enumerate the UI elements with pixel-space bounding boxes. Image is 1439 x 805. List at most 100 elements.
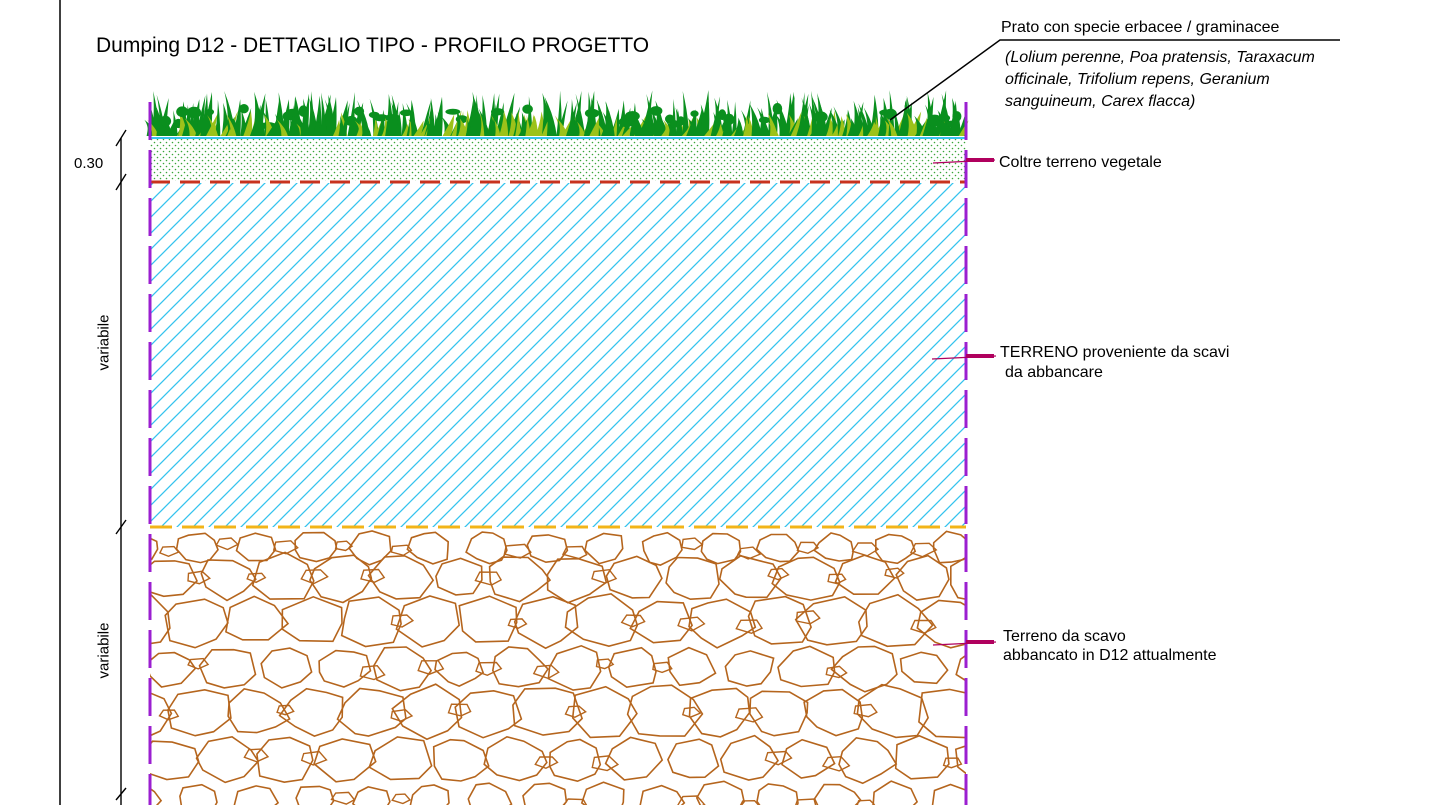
grass-blade [300,98,310,136]
stone [918,688,966,739]
stone [629,600,694,644]
grass-blade [682,91,690,136]
stone-layer [150,530,1020,805]
stone [235,532,277,562]
stone [483,735,548,782]
stone [281,595,343,643]
grass-blade [478,107,490,136]
stone [604,736,664,781]
grass-blade [611,117,618,136]
grass-blade [731,101,737,136]
label-scavo-1: Terreno da scavo [1003,628,1126,645]
stone [491,646,549,688]
stone [747,595,812,645]
stone [830,645,898,693]
grass-blade [858,103,870,136]
stone [409,784,450,805]
stone [522,782,568,805]
fill-soil-layer [150,183,966,527]
label-terreno-2: da abbancare [1005,364,1103,381]
stone [605,555,663,599]
dimension-bottom: variabile [95,622,113,679]
grass-blade [226,113,237,136]
small-stone [534,756,559,770]
leaf-clump [239,104,249,114]
stone [813,532,855,562]
dimension-line [115,129,127,805]
small-stone [851,542,880,557]
small-stone [652,661,673,674]
small-stone [391,793,412,805]
stone [756,783,799,805]
grass-blade [803,101,811,136]
grass-blade [320,92,327,136]
grass-blade [610,108,620,136]
small-stone [973,544,991,554]
grass-layer [144,90,969,136]
leaf-clump [952,111,962,122]
small-stone [796,541,820,555]
label-terreno-1: TERRENO proveniente da scavi [1000,344,1230,361]
stone [295,785,335,805]
small-stone [417,660,445,675]
stone [308,554,373,604]
small-stone [330,791,356,805]
grass-blade [797,92,805,136]
grass-blade [308,91,315,136]
small-stone [739,799,760,805]
stone [432,738,490,782]
grass-blade [893,108,901,136]
stone [667,646,717,687]
stone [771,556,841,601]
grass-blade [278,99,290,136]
grass-blade [641,90,653,136]
stone [949,556,966,601]
stone [700,532,742,565]
leaf-clump [758,116,771,124]
stone [513,595,579,650]
small-stone [1000,753,1020,763]
stone [150,594,171,645]
stone [932,530,966,564]
small-stone [767,567,790,581]
stone [195,736,260,784]
grass-blade [406,102,419,136]
leader-lines [889,39,1340,646]
grass-blade [664,119,677,136]
small-stone [764,750,793,766]
small-stone [503,543,532,559]
small-stone [246,572,267,584]
stone [834,554,896,596]
stone [813,783,862,805]
grass-blade [276,119,288,136]
stone [724,650,775,687]
grass-blade [184,118,198,136]
stone [665,556,720,601]
leaf-clump [159,115,172,127]
stone [688,598,757,649]
stone [348,530,392,566]
grass-blade [394,110,402,136]
grass-blade [535,111,545,136]
small-stone [158,545,180,558]
small-stone [942,757,963,769]
grass-blade [767,113,778,136]
leaf-clump [676,116,685,126]
stone [641,531,683,566]
grass-blade [273,101,280,136]
grass-blade [207,115,219,136]
stone [955,654,966,682]
grass-blade [568,99,575,136]
grass-blade [313,95,322,136]
stone [150,651,197,688]
stone [150,740,200,781]
grass-blade [749,103,762,136]
label-scavo-2: abbancato in D12 attualmente [1003,647,1217,664]
small-stone [561,545,588,560]
label-species-2: officinale, Trifolium repens, Geranium [1005,71,1270,88]
grass-blade [325,94,336,136]
grass-blade [357,100,369,136]
dimension-middle: variabile [95,314,113,371]
coltre-leader-tick [966,158,994,162]
stone [318,649,372,688]
